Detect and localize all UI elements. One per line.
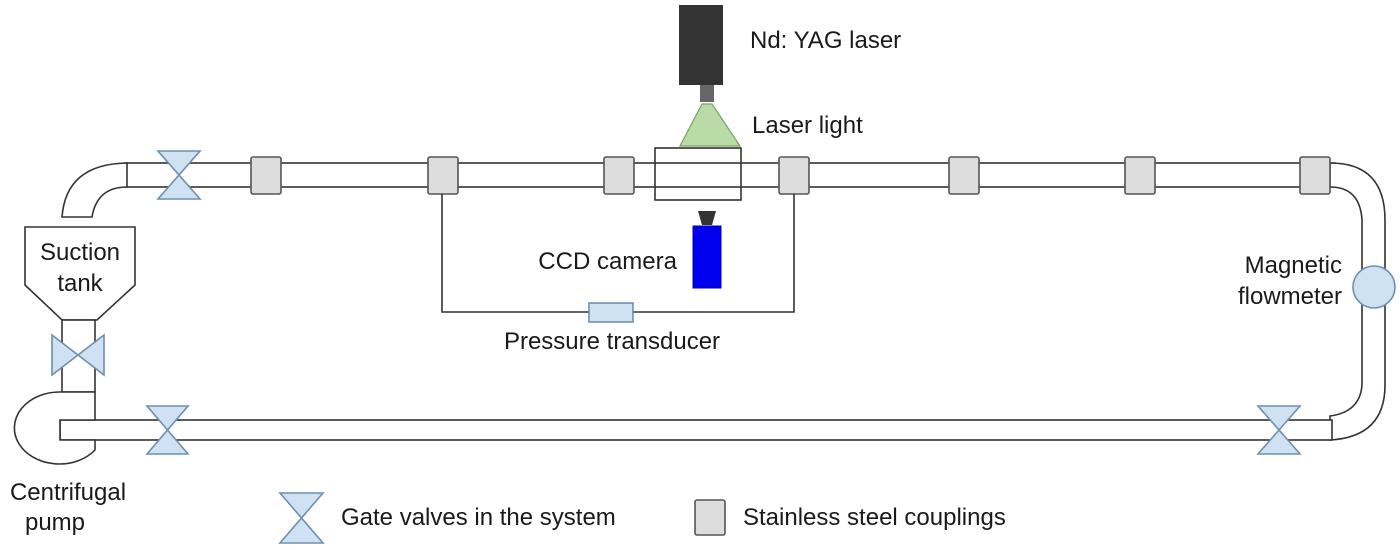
pressure-tap-right bbox=[633, 194, 795, 313]
pressure-transducer bbox=[588, 302, 634, 323]
coupling-7 bbox=[1299, 156, 1331, 195]
laser-light-label: Laser light bbox=[752, 112, 863, 139]
pressure-transducer-label: Pressure transducer bbox=[504, 328, 720, 355]
gate-valve-top-left-icon bbox=[156, 150, 202, 200]
top-left-elbow bbox=[61, 162, 128, 218]
right-return-pipe bbox=[1329, 162, 1386, 441]
bottom-pipe bbox=[59, 419, 1333, 441]
suction-tank-label-2: tank bbox=[57, 270, 103, 297]
laser-label: Nd: YAG laser bbox=[750, 27, 901, 54]
gate-valve-bottom-right-icon bbox=[1256, 405, 1302, 455]
coupling-3 bbox=[603, 156, 635, 195]
coupling-6 bbox=[1124, 156, 1156, 195]
suction-tank-label-1: Suction bbox=[40, 239, 120, 266]
legend-coupling-icon bbox=[694, 499, 726, 536]
pump-label-2: pump bbox=[25, 509, 85, 536]
pump-label-1: Centrifugal bbox=[10, 479, 126, 506]
centrifugal-pump bbox=[13, 391, 96, 465]
gate-valve-suction-icon bbox=[51, 333, 105, 377]
magnetic-flowmeter bbox=[1352, 265, 1396, 309]
gate-valve-bottom-left-icon bbox=[145, 405, 190, 455]
flowmeter-label-2: flowmeter bbox=[1238, 283, 1342, 310]
laser-light-beam bbox=[679, 103, 742, 147]
test-section-box bbox=[654, 147, 742, 201]
legend-valve-icon bbox=[278, 492, 325, 544]
coupling-1 bbox=[250, 156, 282, 195]
pressure-tap-left bbox=[441, 194, 589, 313]
suction-tank bbox=[24, 226, 136, 321]
ccd-camera-label: CCD camera bbox=[538, 248, 677, 275]
coupling-5 bbox=[948, 156, 980, 195]
coupling-4 bbox=[778, 156, 810, 195]
laser-nozzle bbox=[700, 85, 714, 102]
ccd-camera-body bbox=[692, 225, 722, 289]
camera-lens-icon bbox=[698, 211, 716, 225]
legend-valve-label: Gate valves in the system bbox=[341, 504, 616, 531]
laser-body bbox=[679, 5, 723, 85]
flowmeter-label-1: Magnetic bbox=[1245, 252, 1342, 279]
coupling-2 bbox=[427, 156, 459, 195]
legend-coupling-label: Stainless steel couplings bbox=[743, 504, 1006, 531]
